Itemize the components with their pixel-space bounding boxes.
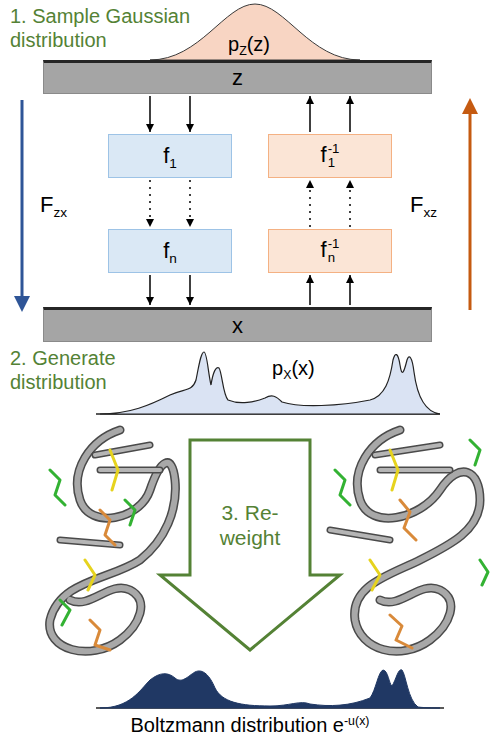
subscript: n <box>328 251 340 265</box>
label-text: p <box>228 33 239 55</box>
node-label: f <box>321 142 327 167</box>
latent-bar: z <box>43 60 432 94</box>
connector-line <box>189 96 191 132</box>
data-bar: x <box>43 307 432 342</box>
connector-line <box>309 275 311 305</box>
flow-layer-box: fn <box>108 229 232 273</box>
distribution-label: pX(x) <box>272 356 315 380</box>
flow-label: Fxz <box>410 192 437 218</box>
node-text: f-11 <box>321 142 340 170</box>
label-text: 3. Re-weight <box>220 501 281 549</box>
flow-connector <box>150 96 190 132</box>
subscript: zx <box>53 205 67 220</box>
label-text: Boltzmann distribution e <box>131 714 344 736</box>
node-text: x <box>232 313 243 339</box>
node-label: f <box>321 237 327 262</box>
protein-structure <box>330 430 488 651</box>
subscript: 1 <box>328 156 340 170</box>
step-label: 3. Re-weight <box>192 500 308 550</box>
connector-line <box>349 96 351 132</box>
step-label: 2. Generate distribution <box>10 346 160 394</box>
node-label: z <box>232 65 243 90</box>
protein-structure <box>50 430 176 651</box>
inverse-layer-box: f-11 <box>268 134 392 178</box>
connector-line <box>349 275 351 305</box>
inverse-layer-box: f-1n <box>268 229 392 273</box>
subscript: Z <box>239 44 247 58</box>
connector-line <box>149 180 151 227</box>
subscript: xz <box>423 205 437 220</box>
flow-connector <box>310 96 350 132</box>
reweight-arrow <box>160 440 340 650</box>
label-text: (x) <box>291 357 314 379</box>
label-text: 2. Generate distribution <box>10 347 116 393</box>
step-label: 1. Sample Gaussian distribution <box>10 4 200 52</box>
flow-connector <box>310 180 350 227</box>
connector-line <box>309 96 311 132</box>
label-text: F <box>40 192 53 217</box>
label-text: 1. Sample Gaussian distribution <box>10 5 190 51</box>
connector-line <box>149 96 151 132</box>
connector-line <box>349 180 351 227</box>
inverse-arrow <box>462 98 478 310</box>
subscript: 1 <box>169 156 177 171</box>
node-label: x <box>232 313 243 338</box>
node-label: f <box>163 238 169 263</box>
connector-line <box>149 275 151 305</box>
label-text: F <box>410 192 423 217</box>
boltzmann-label: Boltzmann distribution e-u(x) <box>0 713 500 737</box>
flow-connector <box>310 275 350 305</box>
connector-line <box>309 180 311 227</box>
distribution-label: pZ(z) <box>228 32 270 56</box>
generated-distribution <box>100 352 440 414</box>
node-text: f1 <box>163 143 177 169</box>
connector-line <box>189 180 191 227</box>
index-stack: -11 <box>328 142 340 170</box>
boltzmann-distribution <box>100 670 440 708</box>
subscript: X <box>283 368 291 382</box>
forward-arrow <box>14 100 30 312</box>
flow-label: Fzx <box>40 192 67 218</box>
subscript: n <box>169 251 177 266</box>
flow-layer-box: f1 <box>108 134 232 178</box>
label-text: p <box>272 357 283 379</box>
superscript: -u(x) <box>344 714 369 728</box>
node-text: z <box>232 65 243 91</box>
node-text: fn <box>163 238 177 264</box>
flow-connector <box>150 275 190 305</box>
node-text: f-1n <box>321 237 340 265</box>
superscript: -1 <box>328 237 340 251</box>
label-text: (z) <box>247 33 270 55</box>
connector-line <box>189 275 191 305</box>
node-label: f <box>163 143 169 168</box>
flow-connector <box>150 180 190 227</box>
index-stack: -1n <box>328 237 340 265</box>
superscript: -1 <box>328 142 340 156</box>
